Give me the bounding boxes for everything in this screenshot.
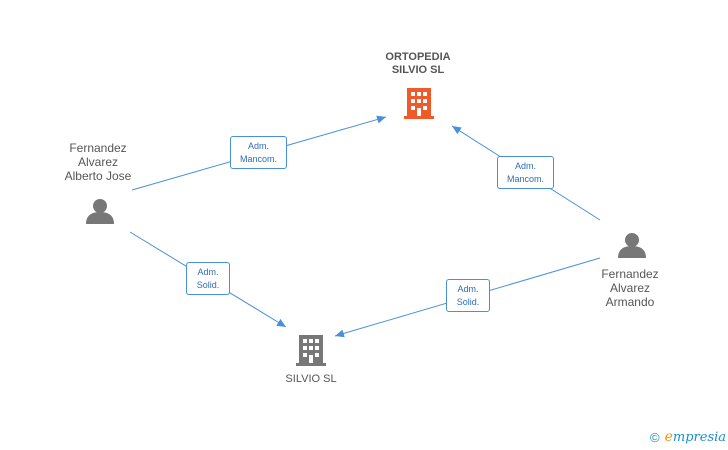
brand-logo: empresia [665, 429, 726, 445]
edge-label-line1: Adm. [247, 141, 269, 151]
edge-label-line2: Solid. [456, 297, 480, 307]
person-label-armando[interactable]: Fernandez Alvarez Armando [601, 267, 659, 309]
company-label-silvio[interactable]: SILVIO SL [285, 373, 337, 385]
empresia-watermark: © empresia [650, 428, 726, 446]
edge-label-line1: Adm. [197, 267, 219, 277]
edge-label-line2: Solid. [196, 280, 220, 290]
company-label-ortopedia[interactable]: ORTOPEDIA SILVIO SL [385, 51, 451, 76]
edge-label-adm-mancom: Adm. Mancom. [497, 156, 554, 189]
building-icon[interactable] [296, 335, 326, 366]
edge-label-line2: Mancom. [506, 174, 544, 184]
person-icon[interactable] [618, 233, 646, 258]
edge-label-line1: Adm. [514, 161, 536, 171]
edge-label-adm-mancom: Adm. Mancom. [230, 136, 287, 169]
edge-label-adm-solid: Adm. Solid. [446, 279, 490, 312]
building-icon[interactable] [404, 88, 434, 119]
brand-logo-e: e [664, 429, 673, 445]
person-label-alberto[interactable]: Fernandez Alvarez Alberto Jose [64, 141, 132, 183]
edge-label-adm-solid: Adm. Solid. [186, 262, 230, 295]
edge-label-line1: Adm. [457, 284, 479, 294]
person-icon[interactable] [86, 199, 114, 224]
brand-logo-text: mpresia [672, 430, 727, 445]
copyright-icon: © [650, 429, 660, 445]
edge-label-line2: Mancom. [239, 154, 277, 164]
